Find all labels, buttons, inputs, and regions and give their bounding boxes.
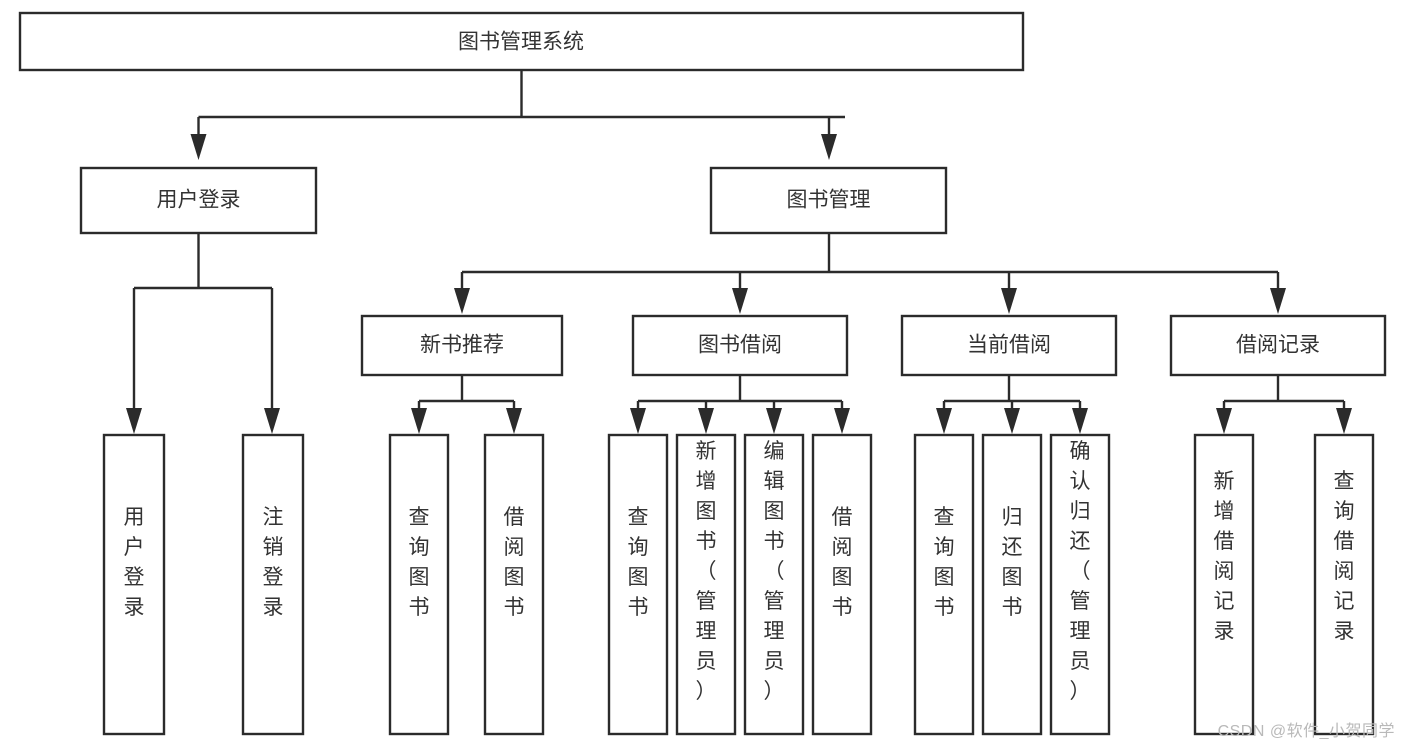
node-root[interactable]: 图书管理系统 [18,11,1025,72]
node-leaf-query-book-1-label: 查询图书 [409,506,430,619]
node-leaf-return-book[interactable]: 归还图书 [981,433,1043,736]
node-borrow-record[interactable]: 借阅记录 [1169,314,1387,377]
node-leaf-logout-login-label: 注销登录 [263,506,284,619]
node-leaf-borrow-book-2-box[interactable] [811,433,873,736]
node-root-box[interactable] [18,11,1025,72]
node-leaf-query-book-3[interactable]: 查询图书 [913,433,975,736]
arrow-leaf-user-login [126,408,142,434]
arrow-leaf-borrow-book-2 [834,408,850,434]
node-leaf-edit-book-admin[interactable]: 编辑图书（管理员） [743,433,805,736]
node-leaf-borrow-book-1[interactable]: 借阅图书 [483,433,545,736]
node-book-borrow[interactable]: 图书借阅 [631,314,849,377]
node-leaf-query-book-2[interactable]: 查询图书 [607,433,669,736]
node-leaf-query-book-3-box[interactable] [913,433,975,736]
node-leaf-borrow-book-1-label: 借阅图书 [504,506,525,619]
node-leaf-user-login-label: 用户登录 [124,506,145,619]
node-book-manage-box[interactable] [709,166,948,235]
arrow-leaf-confirm-return-admin [1072,408,1088,434]
arrow-leaf-query-book-1 [411,408,427,434]
arrow-leaf-add-borrow-record [1216,408,1232,434]
node-leaf-logout-login[interactable]: 注销登录 [241,433,305,736]
node-leaf-add-borrow-record[interactable]: 新增借阅记录 [1193,433,1255,736]
node-leaf-query-book-1-box[interactable] [388,433,450,736]
node-leaf-user-login-box[interactable] [102,433,166,736]
node-borrow-record-label: 借阅记录 [1236,334,1320,357]
arrow-new-book-recommend [454,288,470,314]
node-user-login-label: 用户登录 [157,189,241,212]
arrow-borrow-record [1270,288,1286,314]
arrow-leaf-query-book-2 [630,408,646,434]
node-borrow-record-box[interactable] [1169,314,1387,377]
csdn-watermark: CSDN @软件_小贺同学 [1217,723,1395,740]
node-leaf-add-book-admin-label: 新增图书（管理员） [696,440,717,703]
node-leaf-borrow-book-2[interactable]: 借阅图书 [811,433,873,736]
node-leaf-query-book-2-label: 查询图书 [628,506,649,619]
arrow-current-borrow [1001,288,1017,314]
arrow-leaf-query-book-3 [936,408,952,434]
node-book-manage-label: 图书管理 [787,189,871,212]
node-leaf-return-book-label: 归还图书 [1002,506,1023,619]
node-leaf-query-book-1[interactable]: 查询图书 [388,433,450,736]
node-leaf-confirm-return-admin[interactable]: 确认归还（管理员） [1049,433,1111,736]
node-leaf-query-borrow-record-label: 查询借阅记录 [1334,470,1355,643]
node-leaf-confirm-return-admin-label: 确认归还（管理员） [1070,440,1091,703]
node-leaf-borrow-book-2-label: 借阅图书 [832,506,853,619]
arrow-leaf-add-book-admin [698,408,714,434]
node-leaf-query-book-3-label: 查询图书 [934,506,955,619]
node-current-borrow[interactable]: 当前借阅 [900,314,1118,377]
node-current-borrow-box[interactable] [900,314,1118,377]
node-book-borrow-label: 图书借阅 [698,334,782,357]
arrow-book-manage [821,134,837,160]
node-leaf-confirm-return-admin-box[interactable] [1049,433,1111,736]
node-book-borrow-box[interactable] [631,314,849,377]
node-leaf-borrow-book-1-box[interactable] [483,433,545,736]
arrow-book-borrow [732,288,748,314]
arrow-leaf-return-book [1004,408,1020,434]
arrow-leaf-borrow-book-1 [506,408,522,434]
node-new-book-recommend-box[interactable] [360,314,564,377]
node-leaf-return-book-box[interactable] [981,433,1043,736]
arrow-leaf-query-borrow-record [1336,408,1352,434]
node-leaf-logout-login-box[interactable] [241,433,305,736]
node-leaf-add-borrow-record-box[interactable] [1193,433,1255,736]
connector-group [126,70,1352,434]
node-leaf-user-login[interactable]: 用户登录 [102,433,166,736]
node-leaf-query-book-2-box[interactable] [607,433,669,736]
node-leaf-add-book-admin-box[interactable] [675,433,737,736]
node-user-login[interactable]: 用户登录 [79,166,318,235]
node-leaf-query-borrow-record[interactable]: 查询借阅记录 [1313,433,1375,736]
node-leaf-query-borrow-record-box[interactable] [1313,433,1375,736]
arrow-leaf-edit-book-admin [766,408,782,434]
node-leaf-add-book-admin[interactable]: 新增图书（管理员） [675,433,737,736]
arrow-user-login [190,134,207,160]
node-root-label: 图书管理系统 [458,31,584,54]
node-leaf-add-borrow-record-label: 新增借阅记录 [1214,470,1235,643]
node-new-book-recommend[interactable]: 新书推荐 [360,314,564,377]
node-leaf-edit-book-admin-label: 编辑图书（管理员） [764,440,785,703]
arrow-leaf-logout [264,408,280,434]
node-current-borrow-label: 当前借阅 [967,334,1051,357]
node-leaf-edit-book-admin-box[interactable] [743,433,805,736]
node-user-login-box[interactable] [79,166,318,235]
node-new-book-recommend-label: 新书推荐 [420,334,504,357]
node-book-manage[interactable]: 图书管理 [709,166,948,235]
